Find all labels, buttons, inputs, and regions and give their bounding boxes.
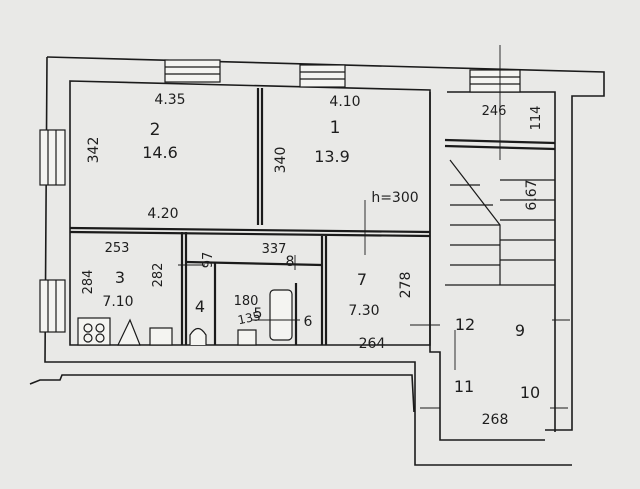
sink-fixture (117, 318, 141, 346)
window-top-right (469, 69, 521, 93)
dim-435: 4.35 (154, 92, 185, 108)
window-left-lower (39, 279, 66, 333)
dim-135: 135 (237, 309, 262, 327)
room-1-area: 13.9 (314, 147, 350, 166)
dim-340: 340 (273, 147, 289, 174)
room-2-area: 14.6 (142, 143, 178, 162)
room-5-number: 5 (254, 306, 263, 322)
toilet-fixture (189, 327, 207, 345)
stove-fixture (77, 317, 111, 346)
room-7-number: 7 (357, 270, 367, 289)
window-left-upper (39, 129, 66, 186)
washbasin-fixture (237, 329, 257, 346)
room-8-number: 8 (286, 254, 295, 270)
stair-labels: 12 9 11 10 (454, 315, 540, 402)
dim-253: 253 (105, 241, 130, 256)
dim-264: 264 (359, 336, 386, 352)
stair-label-11: 11 (454, 377, 474, 396)
stair-label-10: 10 (520, 383, 540, 402)
room-7-area: 7.30 (348, 303, 379, 319)
dim-284: 284 (81, 270, 96, 295)
dim-282: 282 (151, 263, 166, 288)
dim-420: 4.20 (147, 206, 178, 222)
dim-h300: h=300 (371, 190, 418, 206)
room-labels: 2 14.6 1 13.9 3 7.10 7 7.30 4 5 6 8 (102, 118, 379, 330)
window-top-left (164, 59, 221, 83)
room-4-number: 4 (195, 297, 205, 316)
windows (39, 59, 521, 333)
dimension-labels: 4.35 4.10 342 340 4.20 h=300 253 97 337 … (81, 92, 544, 428)
dim-97: 97 (201, 252, 216, 269)
room-3-area: 7.10 (102, 294, 133, 310)
dim-180: 180 (234, 294, 259, 309)
room-2-number: 2 (150, 120, 161, 140)
dim-410: 4.10 (329, 94, 360, 110)
room-3-number: 3 (115, 268, 125, 287)
dim-114: 114 (529, 106, 544, 131)
bathtub-fixture (269, 289, 293, 341)
fixtures (77, 289, 293, 346)
room-1-number: 1 (330, 118, 341, 138)
dimension-lines (178, 45, 570, 409)
interior-walls (69, 88, 556, 345)
stair-label-9: 9 (515, 321, 525, 340)
room-6-number: 6 (304, 314, 313, 330)
dim-667: 6.67 (524, 179, 540, 210)
staircase (445, 159, 555, 286)
window-top-middle (299, 64, 346, 88)
counter-fixture (149, 327, 173, 346)
stair-label-12: 12 (455, 315, 475, 334)
dim-342: 342 (86, 137, 102, 164)
dim-337: 337 (262, 242, 287, 257)
dim-278: 278 (398, 272, 414, 299)
dim-268: 268 (482, 412, 509, 428)
dim-246: 246 (482, 104, 507, 119)
